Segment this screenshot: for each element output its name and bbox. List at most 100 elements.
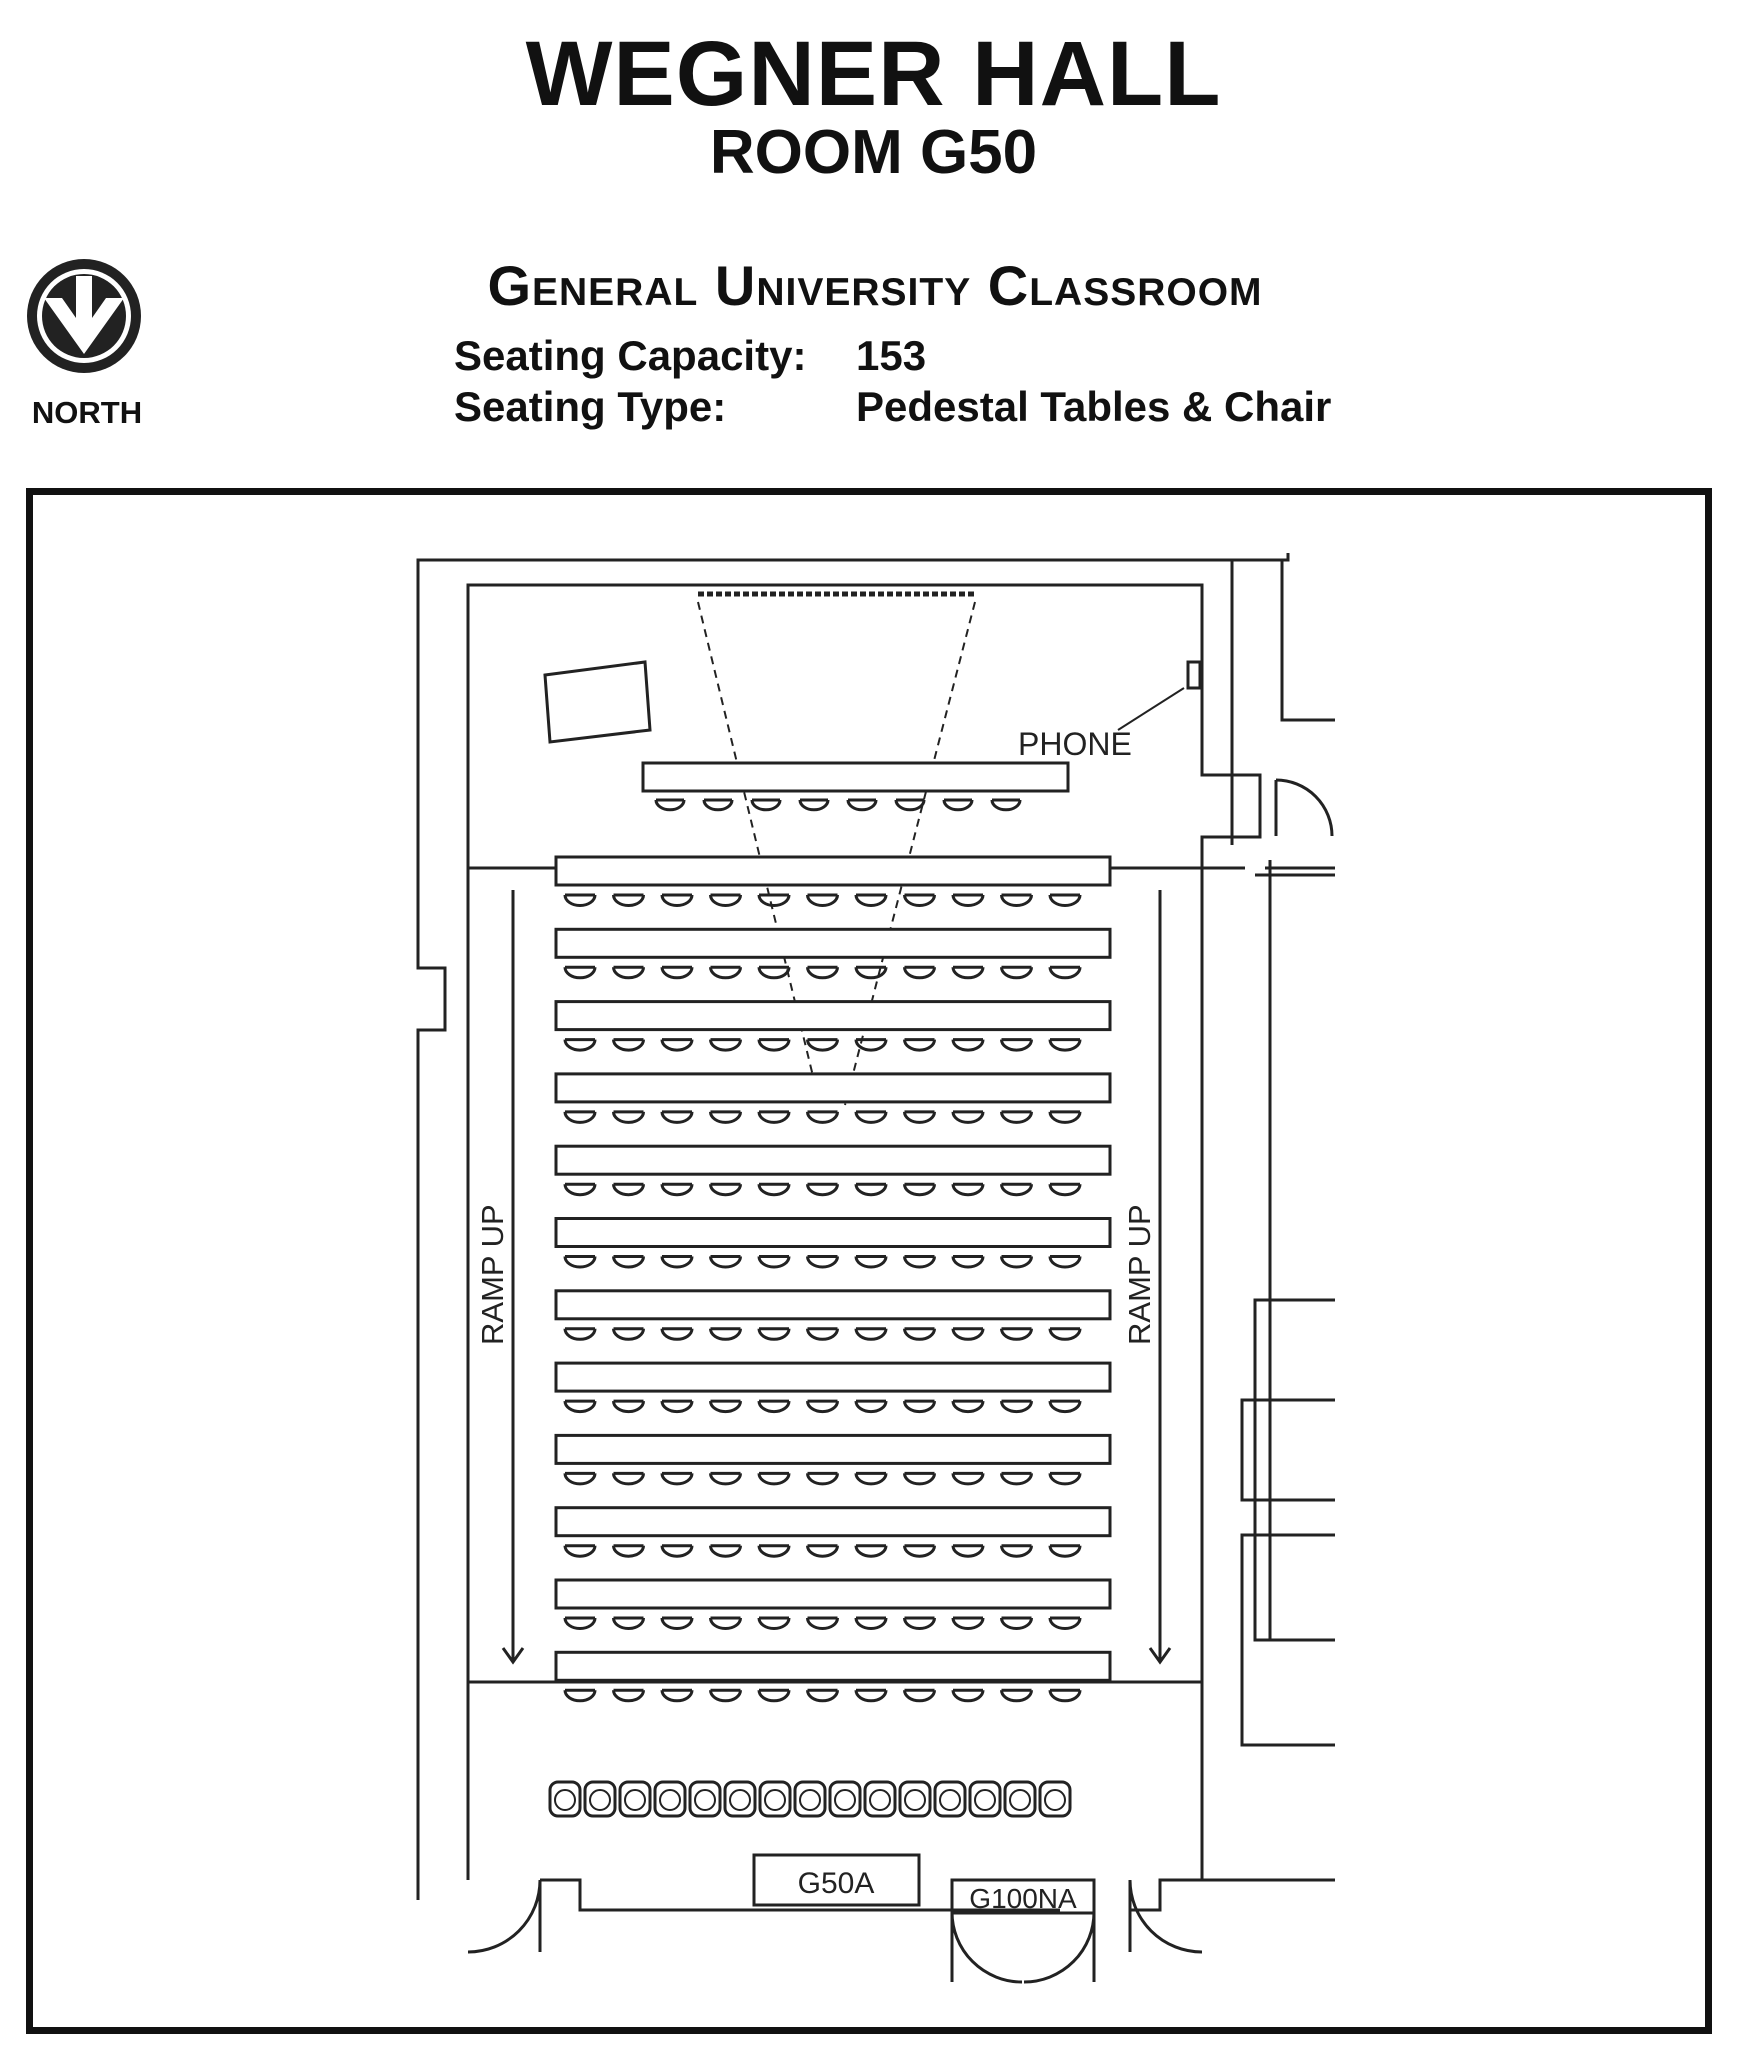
back-chair bbox=[653, 1780, 687, 1818]
seat bbox=[951, 1184, 985, 1197]
podium bbox=[543, 660, 652, 744]
seat bbox=[806, 1617, 839, 1630]
seat bbox=[854, 1690, 888, 1703]
seat bbox=[612, 967, 645, 980]
table-row bbox=[554, 1578, 1112, 1610]
floorplan-frame bbox=[26, 488, 1712, 2034]
seat bbox=[612, 1039, 645, 1052]
back-chair bbox=[583, 1780, 617, 1818]
phone-label: PHONE bbox=[1018, 726, 1132, 762]
back-chair bbox=[618, 1780, 652, 1818]
back-chair-seat bbox=[659, 1789, 681, 1811]
table-row bbox=[554, 1000, 1112, 1032]
seat bbox=[1000, 1328, 1033, 1341]
seat bbox=[1000, 1111, 1033, 1124]
seat bbox=[903, 1256, 936, 1269]
seat bbox=[757, 1400, 791, 1414]
north-label: NORTH bbox=[31, 395, 143, 430]
back-chair bbox=[933, 1780, 967, 1818]
seat bbox=[757, 1256, 791, 1269]
seat bbox=[951, 1690, 985, 1703]
seat bbox=[806, 1400, 839, 1414]
table-row bbox=[554, 1217, 1112, 1248]
seat bbox=[854, 1617, 888, 1630]
seat bbox=[563, 1617, 597, 1630]
capacity-label: Seating Capacity: bbox=[454, 332, 807, 379]
seat bbox=[1000, 1617, 1033, 1630]
seat bbox=[1000, 1473, 1033, 1486]
seat bbox=[757, 1111, 791, 1124]
seat bbox=[563, 1400, 597, 1414]
table-row bbox=[554, 1072, 1112, 1104]
seat bbox=[1000, 1184, 1033, 1197]
seat bbox=[903, 1690, 936, 1703]
seat bbox=[660, 1039, 694, 1052]
back-chair-seat bbox=[589, 1789, 611, 1811]
back-chair bbox=[758, 1780, 792, 1818]
seat bbox=[660, 1545, 694, 1558]
seat bbox=[660, 1184, 694, 1197]
table-row bbox=[554, 855, 1112, 887]
seat bbox=[806, 1473, 839, 1486]
seat bbox=[903, 1039, 936, 1052]
seat bbox=[903, 1328, 936, 1341]
seat bbox=[903, 1400, 936, 1414]
ramp-right-label: RAMP UP bbox=[1122, 1204, 1157, 1345]
seat bbox=[854, 967, 888, 980]
seat bbox=[709, 1617, 742, 1630]
back-chair-seat bbox=[694, 1789, 716, 1811]
seat bbox=[951, 1111, 985, 1124]
ramp-left-label: RAMP UP bbox=[475, 1204, 510, 1345]
back-chair bbox=[863, 1780, 897, 1818]
outer-wall-right bbox=[1280, 560, 1335, 722]
table-row bbox=[554, 1144, 1112, 1176]
seat bbox=[709, 1328, 742, 1341]
seat bbox=[757, 967, 791, 980]
seat bbox=[660, 967, 694, 980]
seat bbox=[563, 967, 597, 980]
outer-wall-left bbox=[416, 553, 1290, 1835]
seat bbox=[1048, 1039, 1082, 1052]
seat bbox=[1048, 894, 1082, 907]
seat bbox=[806, 894, 839, 907]
seat bbox=[1000, 1039, 1033, 1052]
seat bbox=[612, 1400, 645, 1414]
back-chair bbox=[1003, 1780, 1037, 1818]
seat bbox=[563, 1039, 597, 1052]
instructor-table bbox=[641, 761, 1070, 793]
seat bbox=[903, 967, 936, 980]
seat bbox=[854, 1184, 888, 1197]
seat bbox=[757, 894, 791, 907]
seat bbox=[806, 967, 839, 980]
back-chair bbox=[828, 1780, 862, 1818]
seat bbox=[709, 967, 742, 980]
seat bbox=[806, 1256, 839, 1269]
back-chair bbox=[723, 1780, 757, 1818]
seat bbox=[854, 1111, 888, 1124]
seat bbox=[750, 799, 782, 812]
seat bbox=[612, 1256, 645, 1269]
front-zone-wall bbox=[466, 583, 1262, 868]
seat bbox=[709, 1473, 742, 1486]
seat bbox=[709, 1545, 742, 1558]
seat bbox=[612, 894, 645, 907]
seat bbox=[951, 1545, 985, 1558]
table-row bbox=[554, 1289, 1112, 1321]
back-chair bbox=[548, 1780, 582, 1818]
table-row bbox=[554, 1361, 1112, 1393]
back-chair-seat bbox=[974, 1789, 996, 1811]
seat bbox=[903, 1111, 936, 1124]
seat bbox=[806, 1545, 839, 1558]
back-chair-seat bbox=[1009, 1789, 1031, 1811]
phone-icon bbox=[1186, 660, 1202, 690]
seat bbox=[1048, 1184, 1082, 1197]
seat bbox=[951, 1328, 985, 1341]
seat bbox=[660, 1617, 694, 1630]
seat bbox=[660, 1111, 694, 1124]
back-chair-seat bbox=[799, 1789, 821, 1811]
seat bbox=[951, 1039, 985, 1052]
seat bbox=[757, 1473, 791, 1486]
room-g50a-label: G50A bbox=[798, 1867, 875, 1900]
building-title: WEGNER HALL bbox=[525, 23, 1222, 125]
